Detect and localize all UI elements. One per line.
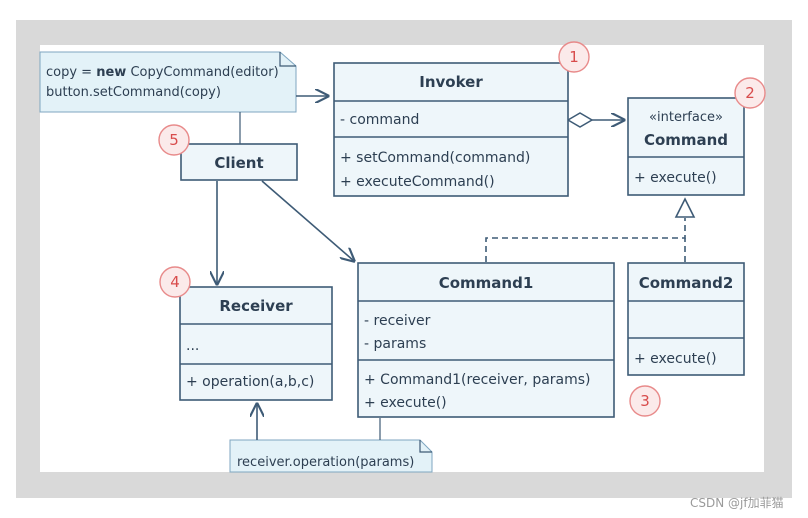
invoker-method-1: + setCommand(command)	[340, 150, 530, 166]
client-to-command1-arrow	[261, 180, 354, 261]
command1-method-1: + Command1(receiver, params)	[364, 372, 591, 388]
command1-note: receiver.operation(params)	[229, 439, 433, 473]
badge-invoker: 1	[558, 41, 590, 73]
command-interface-class: «interface» Command + execute()	[627, 97, 745, 196]
badge-client-text: 5	[169, 131, 179, 149]
badge-concrete-text: 3	[640, 392, 650, 410]
badge-invoker-text: 1	[569, 48, 579, 66]
command2-class: Command2 + execute()	[627, 262, 745, 376]
client-title: Client	[214, 154, 263, 172]
badge-command-text: 2	[745, 84, 755, 102]
receiver-title: Receiver	[219, 297, 293, 315]
receiver-method: + operation(a,b,c)	[186, 374, 314, 390]
command-stereotype: «interface»	[649, 110, 723, 125]
command-title: Command	[644, 131, 728, 149]
client-note-line1: copy = new CopyCommand(editor)	[46, 65, 279, 80]
command1-class: Command1 - receiver - params + Command1(…	[357, 262, 615, 418]
command1-method-2: + execute()	[364, 395, 447, 411]
badge-client: 5	[158, 124, 190, 156]
command2-method: + execute()	[634, 351, 717, 367]
badge-receiver: 4	[159, 266, 191, 298]
realization-triangle	[674, 197, 696, 218]
client-note: copy = new CopyCommand(editor) button.se…	[39, 51, 297, 113]
badge-command: 2	[734, 77, 766, 109]
invoker-class: Invoker - command + setCommand(command) …	[333, 62, 569, 197]
badge-concrete-commands: 3	[629, 385, 661, 417]
client-class: Client	[180, 143, 298, 181]
invoker-method-2: + executeCommand()	[340, 174, 495, 190]
command2-title: Command2	[639, 274, 734, 292]
watermark-text: CSDN @jf加菲猫	[690, 496, 784, 510]
command1-note-text: receiver.operation(params)	[237, 455, 414, 470]
receiver-class: Receiver ... + operation(a,b,c)	[179, 286, 333, 401]
command1-title: Command1	[439, 274, 534, 292]
invoker-title: Invoker	[419, 73, 483, 91]
command1-field-1: - receiver	[364, 313, 431, 329]
badge-receiver-text: 4	[170, 273, 180, 291]
connectors	[217, 96, 696, 440]
client-note-line2: button.setCommand(copy)	[46, 85, 221, 100]
invoker-field: - command	[340, 112, 419, 128]
command1-realization	[485, 218, 686, 262]
aggregation-diamond	[566, 112, 594, 128]
command-method: + execute()	[634, 170, 717, 186]
command1-field-2: - params	[364, 336, 426, 352]
receiver-field: ...	[186, 338, 199, 354]
